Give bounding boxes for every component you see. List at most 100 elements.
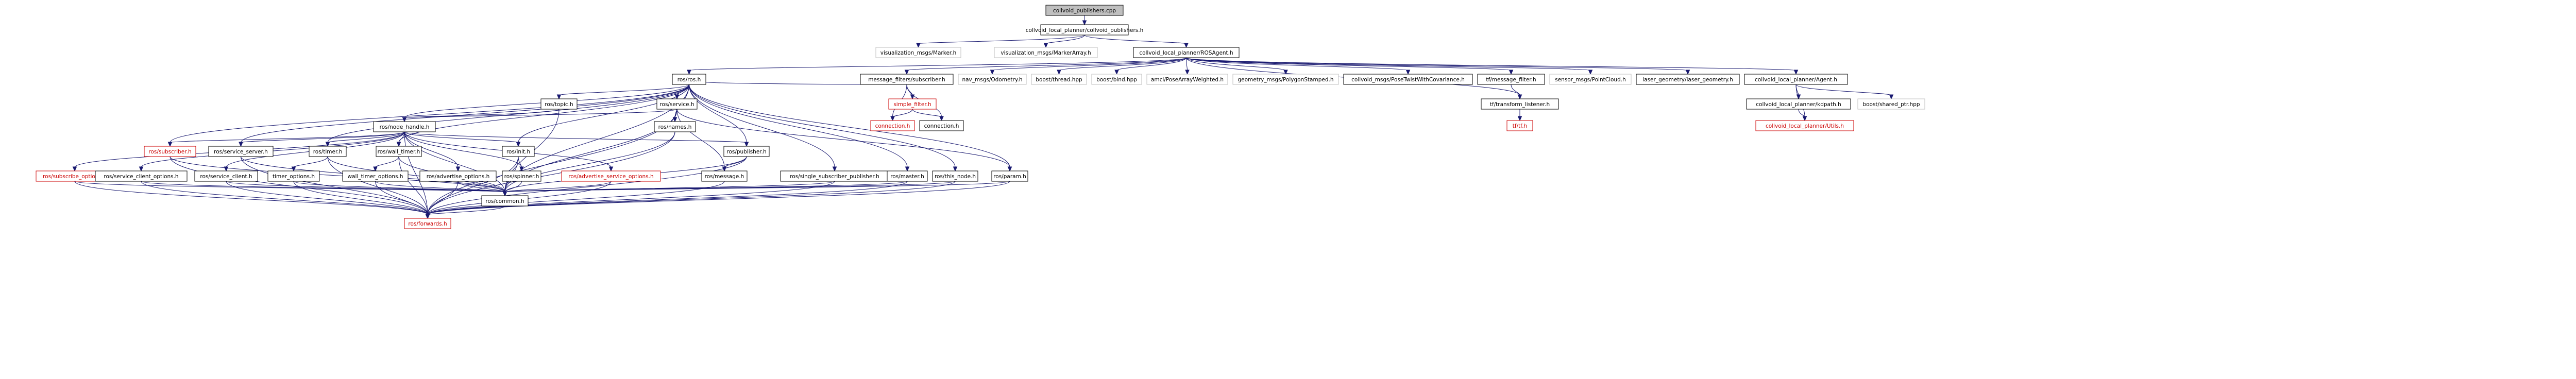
node-ros-sc[interactable]: ros/service_client.h [194,170,258,182]
node-label: tf/message_filter.h [1486,77,1536,83]
node-tf-mf[interactable]: tf/message_filter.h [1477,74,1545,85]
node-conn-red[interactable]: connection.h [870,120,915,131]
node-ros-topic[interactable]: ros/topic.h [540,98,578,110]
node-tf-tf[interactable]: tf/tf.h [1506,120,1533,131]
node-kdpath[interactable]: collvoid_local_planner/kdpath.h [1746,98,1851,110]
edge-ros_nh-to-ros_timer [325,131,405,147]
edge-rosagent_h-to-agent_h [1186,57,1799,75]
node-cp-h[interactable]: collvoid_local_planner/collvoid_publishe… [1026,24,1144,36]
node-wall-timer-opts[interactable]: wall_timer_options.h [342,170,409,182]
node-root[interactable]: collvoid_publishers.cpp [1045,5,1124,16]
node-box [481,195,529,206]
node-ros-nh[interactable]: ros/node_handle.h [373,121,436,132]
node-box [870,120,915,131]
edge-line [398,156,428,215]
node-ros-param[interactable]: ros/param.h [991,170,1028,182]
node-timer-opts[interactable]: timer_options.h [267,170,320,182]
edge-line [1186,57,1409,71]
node-ros-sc-opts[interactable]: ros/service_client_options.h [95,170,188,182]
edge-root-to-cp_h [1082,15,1087,26]
edge-rosagent_h-to-amcl [1185,57,1190,75]
edge-line [918,35,1085,44]
edge-line [241,84,689,143]
edge-cp_h-to-rosagent_h [1084,35,1189,48]
node-ros-service[interactable]: ros/service.h [656,98,698,110]
node-label: ros/spinner.h [504,174,539,180]
node-agent-h[interactable]: collvoid_local_planner/Agent.h [1744,74,1848,85]
node-rosagent-h[interactable]: collvoid_local_planner/ROSAgent.h [1133,47,1240,58]
edge-arrowhead [402,117,407,123]
node-box [208,146,274,157]
edge-arrowhead [904,70,909,75]
node-ros-publisher[interactable]: ros/publisher.h [723,146,770,157]
node-label: collvoid_local_planner/Utils.h [1766,123,1844,129]
edge-line [676,109,725,168]
edge-line [427,156,747,215]
edge-line [404,109,560,118]
edge-line [912,109,942,117]
edge-line [404,131,505,193]
node-label: ros/node_handle.h [380,124,430,130]
node-label: tf/transform_listener.h [1490,101,1550,108]
node-boost-bind: boost/bind.hpp [1091,74,1142,85]
node-ros-spinner[interactable]: ros/spinner.h [502,170,541,182]
node-ros-wall-timer[interactable]: ros/wall_timer.h [376,146,422,157]
edge-line [906,84,913,96]
edge-line [293,181,428,215]
edge-arrowhead [1509,70,1514,75]
edge-line [170,156,428,215]
edge-arrowhead [744,142,749,147]
node-utils[interactable]: collvoid_local_planner/Utils.h [1755,120,1854,131]
node-ros-forwards[interactable]: ros/forwards.h [404,218,451,229]
node-laser-geo[interactable]: laser_geometry/laser_geometry.h [1636,74,1740,85]
node-pose-cov[interactable]: collvoid_msgs/PoseTwistWithCovariance.h [1343,74,1473,85]
node-ros-ros[interactable]: ros/ros.h [672,74,706,85]
node-mf-sub[interactable]: message_filters/subscriber.h [860,74,954,85]
edge-line [375,156,399,168]
node-ros-adv-srv-opts[interactable]: ros/advertise_service_options.h [561,170,661,182]
node-label: ros/service_client.h [200,174,252,180]
node-label: connection.h [875,123,910,129]
node-pcl: sensor_msgs/PointCloud.h [1549,74,1632,85]
node-box [875,47,961,58]
node-box [194,170,258,182]
node-ros-timer[interactable]: ros/timer.h [309,146,347,157]
node-ros-master[interactable]: ros/master.h [887,170,928,182]
node-label: ros/common.h [485,198,524,204]
node-ros-service-server[interactable]: ros/service_server.h [208,146,274,157]
edge-line [1795,84,1892,96]
node-ros-sub-opts[interactable]: ros/subscribe_options.h [36,170,114,182]
edge-cp_h-to-viz_marker [916,35,1085,48]
node-ros-adv-opts[interactable]: ros/advertise_options.h [419,170,497,182]
edge-line [404,131,519,143]
node-ros-common[interactable]: ros/common.h [481,195,529,206]
edge-rosagent_h-to-pose_cov [1186,57,1411,75]
edge-line [427,181,908,215]
edge-line [1186,57,1688,71]
node-ros-subscriber[interactable]: ros/subscriber.h [144,146,196,157]
edge-line [170,131,405,143]
edge-mf_sub-to-simple_filter [906,84,915,100]
node-ros-single-pub[interactable]: ros/single_subscriber_publisher.h [780,170,889,182]
edge-arrowhead [425,214,430,219]
edge-line [327,131,405,143]
node-ros-this-node[interactable]: ros/this_node.h [932,170,978,182]
edge-arrowhead [373,166,378,172]
edge-line [1186,57,1591,71]
edge-arrowhead [1043,43,1048,48]
node-box [1045,5,1124,16]
edge-ros_nh-to-ros_service_server [239,131,405,147]
edge-line [1116,57,1187,71]
node-ros-names[interactable]: ros/names.h [654,121,696,132]
node-box [888,98,937,110]
edge-ros_ros-to-ros_this_node [689,84,958,172]
node-tf-listener[interactable]: tf/transform_listener.h [1481,98,1559,110]
node-ros-message[interactable]: ros/message.h [701,170,748,182]
node-box [373,121,436,132]
node-box [1506,120,1533,131]
node-ros-init[interactable]: ros/init.h [502,146,535,157]
node-label: amcl/PoseArrayWeighted.h [1151,77,1224,83]
node-conn-black[interactable]: connection.h [919,120,964,131]
edge-line [327,156,505,193]
node-simple-filter[interactable]: simple_filter.h [888,98,937,110]
